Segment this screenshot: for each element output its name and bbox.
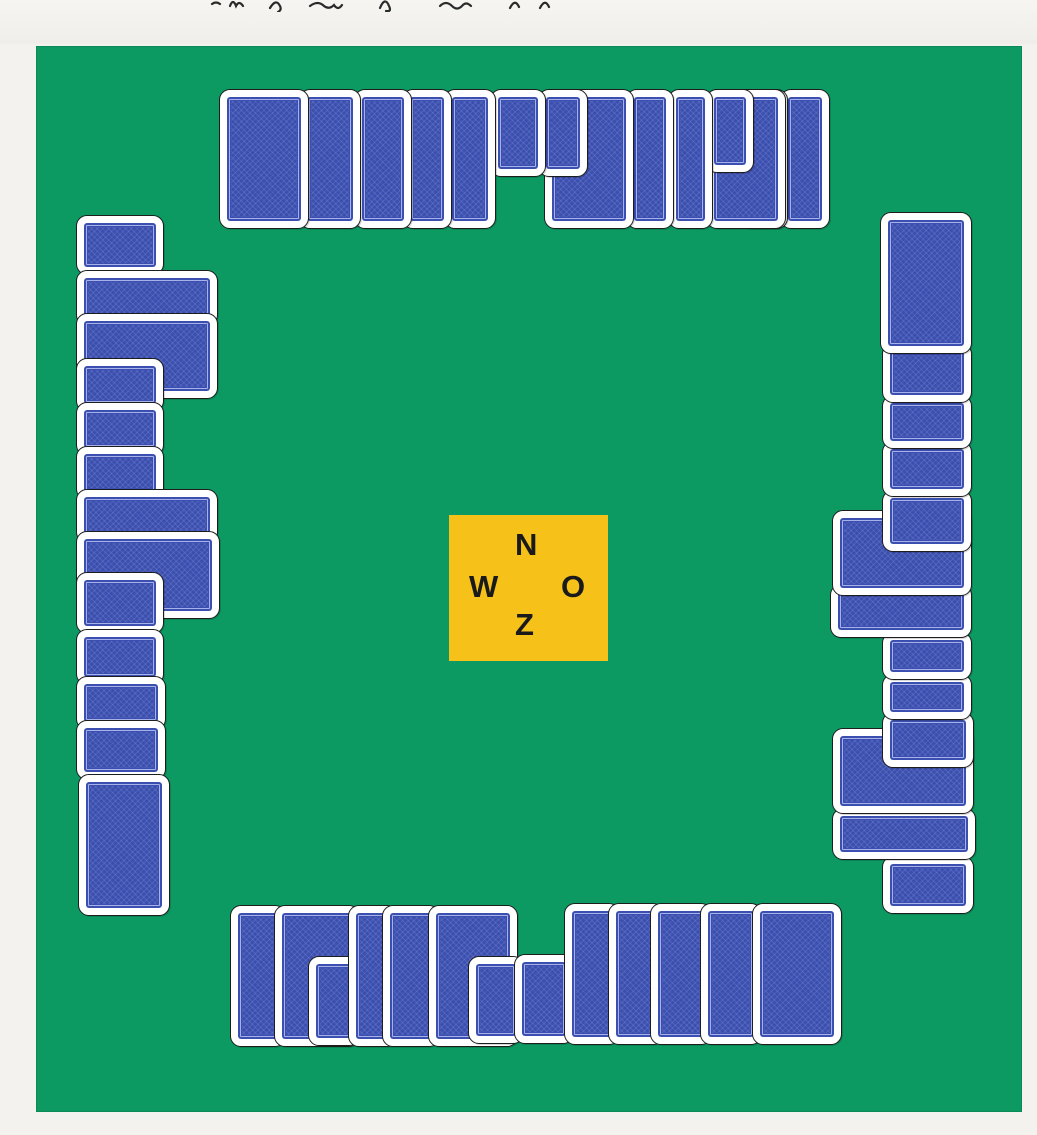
compass-south-label: Z [515, 609, 534, 640]
east-card[interactable] [882, 856, 974, 914]
cropped-caption-text [210, 0, 590, 12]
north-card[interactable] [354, 89, 412, 229]
east-card[interactable] [882, 490, 972, 552]
north-card[interactable] [706, 89, 754, 173]
west-card[interactable] [78, 774, 170, 916]
west-card[interactable] [76, 572, 164, 634]
compass-card: N W O Z [449, 515, 608, 661]
north-card[interactable] [668, 89, 713, 229]
compass-east-label: O [561, 571, 585, 602]
east-card[interactable] [882, 712, 974, 768]
east-card[interactable] [832, 808, 976, 860]
west-card[interactable] [76, 215, 164, 275]
compass-west-label: W [469, 571, 498, 602]
east-card[interactable] [882, 674, 972, 720]
east-card[interactable] [882, 632, 972, 680]
compass-north-label: N [515, 529, 537, 560]
north-card[interactable] [219, 89, 309, 229]
south-card[interactable] [752, 903, 842, 1045]
east-card[interactable] [882, 441, 972, 497]
east-card[interactable] [880, 212, 972, 354]
east-card[interactable] [882, 395, 972, 449]
north-card[interactable] [490, 89, 546, 177]
west-card[interactable] [76, 720, 166, 780]
